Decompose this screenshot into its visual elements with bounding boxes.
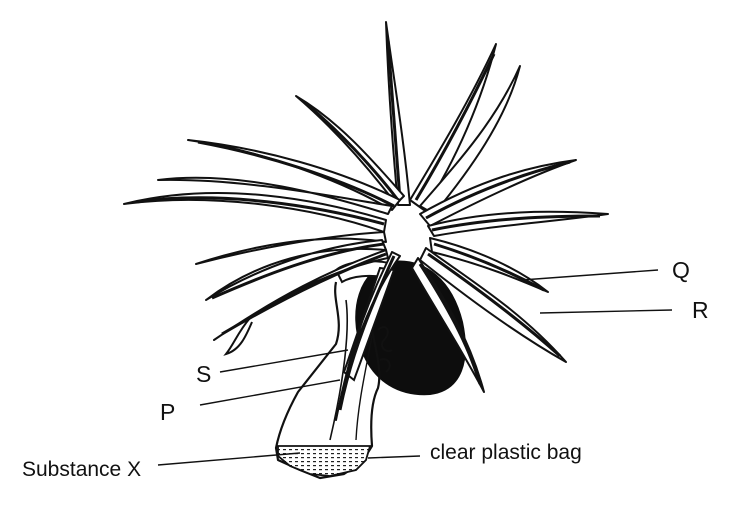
leader-line-p (199, 379, 341, 406)
bag-fold-line (329, 299, 348, 441)
label-q: Q (672, 257, 690, 283)
label-s: S (196, 361, 211, 387)
leader-line-q (521, 269, 659, 281)
leader-line-r (539, 309, 673, 314)
label-p: P (160, 399, 175, 425)
root-detail (377, 326, 393, 373)
substance-x (277, 445, 372, 477)
label-clear-plastic-bag: clear plastic bag (430, 441, 582, 464)
leader-line-s (219, 349, 349, 373)
leaf-cluster (123, 21, 609, 421)
leader-line-bag (367, 455, 421, 459)
leader-line-substance-x (157, 452, 301, 466)
hanging-tendril (223, 317, 253, 356)
label-r: R (692, 297, 709, 323)
label-substance-x: Substance X (22, 458, 141, 481)
bag-fold-line-2 (355, 335, 373, 441)
leader-lines (157, 269, 673, 466)
